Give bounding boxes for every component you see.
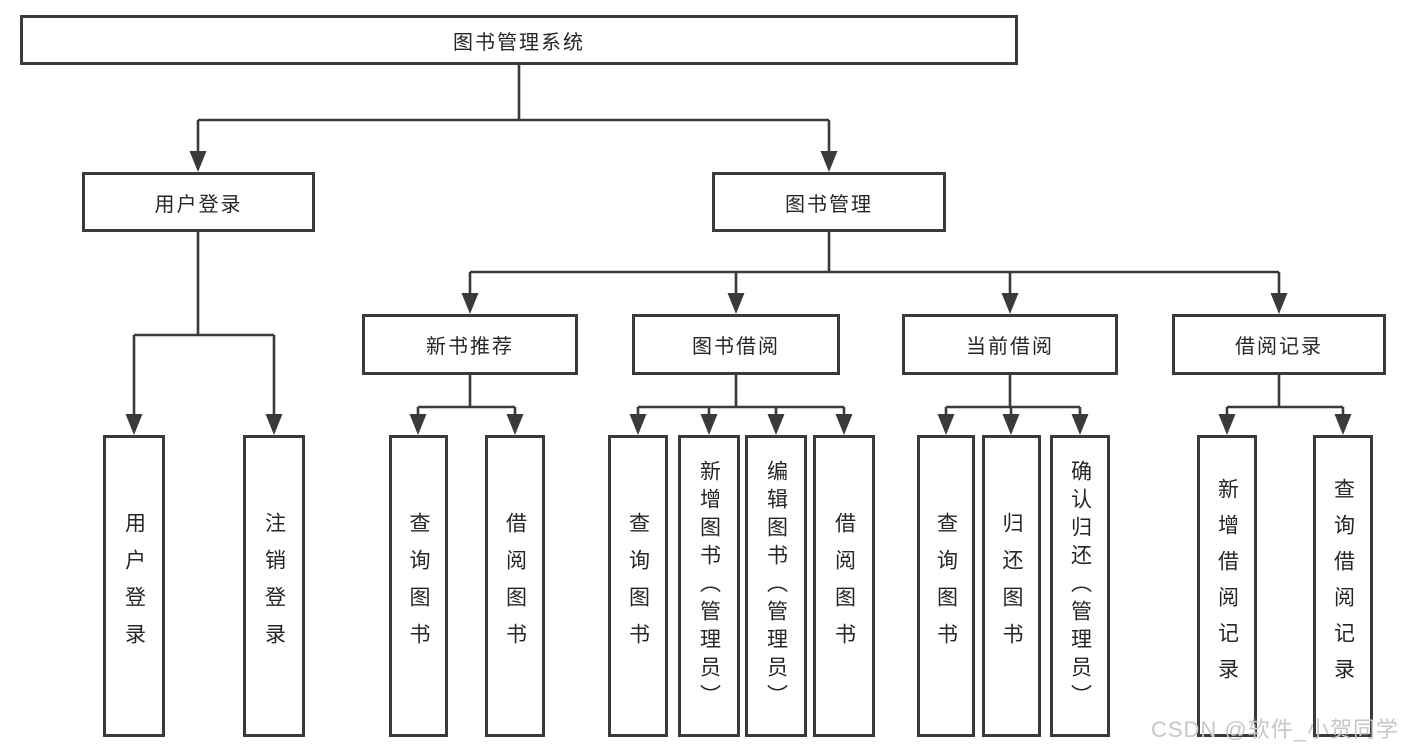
- leaf-cb-confirm-return-admin-label: 确认归还（管理员）: [1068, 460, 1092, 712]
- leaf-br-query-record-label: 查询借阅记录: [1331, 478, 1355, 694]
- node-book-management: 图书管理: [712, 172, 946, 232]
- leaf-bb-edit-books-admin: 编辑图书（管理员）: [745, 435, 807, 737]
- leaf-user-login-label: 用户登录: [122, 512, 146, 660]
- leaf-cb-confirm-return-admin: 确认归还（管理员）: [1050, 435, 1110, 737]
- leaf-nb-borrow-books-label: 借阅图书: [503, 512, 527, 660]
- leaf-bb-query-books-label: 查询图书: [626, 512, 650, 660]
- node-borrowing-records: 借阅记录: [1172, 314, 1386, 375]
- leaf-cb-query-books: 查询图书: [917, 435, 975, 737]
- node-new-book-recommend: 新书推荐: [362, 314, 578, 375]
- leaf-bb-borrow-books-label: 借阅图书: [832, 512, 856, 660]
- leaf-br-add-record: 新增借阅记录: [1197, 435, 1257, 737]
- leaf-nb-borrow-books: 借阅图书: [485, 435, 545, 737]
- node-book-management-label: 图书管理: [785, 193, 873, 216]
- leaf-bb-edit-books-admin-label: 编辑图书（管理员）: [764, 460, 788, 712]
- node-user-login: 用户登录: [82, 172, 315, 232]
- leaf-bb-add-books-admin-label: 新增图书（管理员）: [697, 460, 721, 712]
- leaf-bb-borrow-books: 借阅图书: [813, 435, 875, 737]
- leaf-br-add-record-label: 新增借阅记录: [1215, 478, 1239, 694]
- leaf-user-login: 用户登录: [103, 435, 165, 737]
- leaf-logout-label: 注销登录: [262, 512, 286, 660]
- leaf-br-query-record: 查询借阅记录: [1313, 435, 1373, 737]
- leaf-cb-return-books: 归还图书: [982, 435, 1041, 737]
- leaf-bb-query-books: 查询图书: [608, 435, 668, 737]
- node-book-borrowing-label: 图书借阅: [692, 336, 780, 358]
- leaf-logout: 注销登录: [243, 435, 305, 737]
- node-library-system: 图书管理系统: [20, 15, 1018, 65]
- node-current-borrowing: 当前借阅: [902, 314, 1118, 375]
- leaf-bb-add-books-admin: 新增图书（管理员）: [678, 435, 740, 737]
- node-user-login-label: 用户登录: [154, 193, 243, 216]
- leaf-nb-query-books: 查询图书: [389, 435, 448, 737]
- node-library-system-label: 图书管理系统: [453, 31, 585, 54]
- leaf-cb-return-books-label: 归还图书: [1000, 512, 1023, 660]
- leaf-nb-query-books-label: 查询图书: [407, 512, 430, 660]
- node-borrowing-records-label: 借阅记录: [1235, 336, 1323, 358]
- node-current-borrowing-label: 当前借阅: [966, 336, 1054, 358]
- node-new-book-recommend-label: 新书推荐: [426, 336, 514, 358]
- node-book-borrowing: 图书借阅: [632, 314, 840, 375]
- leaf-cb-query-books-label: 查询图书: [934, 512, 958, 660]
- csdn-watermark: CSDN @软件_小贺同学: [1150, 717, 1399, 742]
